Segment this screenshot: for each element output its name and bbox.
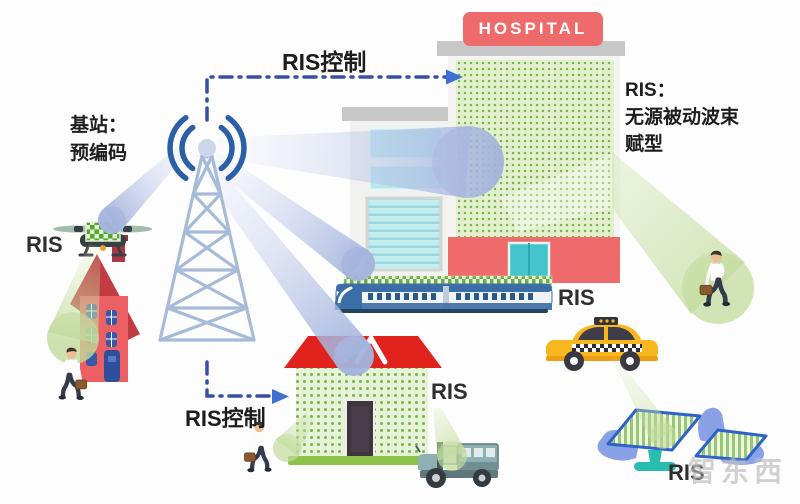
ris-label-solar: RIS [668,460,705,485]
base-station-tower [158,146,256,342]
ris-label-drone: RIS [26,232,63,257]
reflected-beam-building-to-truck [433,407,467,471]
hospital-sign: HOSPITAL [463,12,603,46]
ris-annotation-line3: 赋型 [625,133,664,155]
reflected-beam-hospital-to-person [612,152,754,324]
hospital-reflection-streak [500,154,612,232]
reflected-beam-building-to-person [273,413,314,462]
reflected-beam-taxi-to-panels [609,352,676,449]
signal-waves-icon [167,114,247,182]
arrow-right-icon [446,69,463,85]
train-icon [334,275,553,313]
incident-beam-to-train [198,144,375,281]
reflected-beam-drone-to-person [47,244,101,364]
ris-annotation: RIS： 无源被动波束 赋型 [625,78,739,159]
base-station-label-line1: 基站： [70,115,128,136]
ris-control-link-top [205,69,463,122]
ris-annotation-line2: 无源被动波束 [625,106,740,128]
ris-label-building: RIS [431,379,468,404]
taxi-icon [546,317,658,371]
watermark-logo: 智东西 [688,456,788,487]
ris-control-link-bottom [205,360,289,404]
arrow-right-icon [272,389,289,404]
incident-beam-to-hospital [218,126,504,198]
ris-label-train: RIS [558,285,595,310]
antenna-dot [198,139,216,157]
base-station-label-line2: 预编码 [70,142,128,164]
base-station-label: 基站： 预编码 [70,112,127,167]
ris-control-label-bottom: RIS控制 [185,406,266,431]
ris-control-label-top: RIS控制 [282,49,367,75]
incident-beam-to-building [192,146,374,376]
ris-annotation-line1: RIS： [625,80,676,101]
beams [47,126,754,471]
